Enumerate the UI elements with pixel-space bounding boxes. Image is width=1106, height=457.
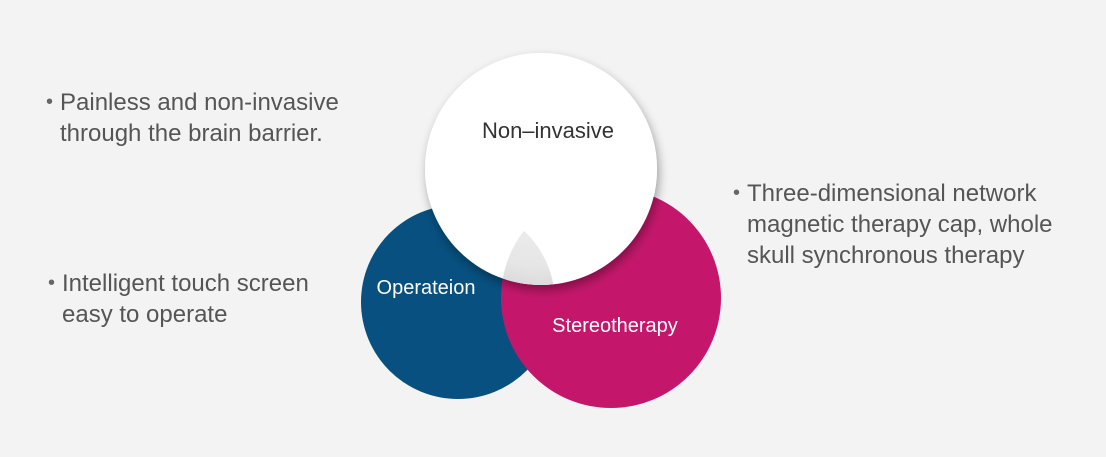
bullet-text: Painless and non-invasive through the br…: [60, 87, 339, 149]
bullet-dot: •: [46, 91, 54, 113]
bullet-line: magnetic therapy cap, whole: [747, 211, 1053, 238]
bullet-text: Three-dimensional network magnetic thera…: [747, 178, 1053, 271]
bullet-text: Intelligent touch screen easy to operate: [62, 268, 309, 330]
label-non-invasive: Non–invasive: [482, 118, 614, 143]
bullet-dot: •: [48, 272, 56, 294]
label-stereotherapy: Stereotherapy: [552, 315, 678, 337]
bullet-painless: • Painless and non-invasive through the …: [46, 87, 339, 149]
bullet-line: Intelligent touch screen: [62, 270, 309, 297]
bullet-line: skull synchronous therapy: [747, 242, 1025, 269]
bullet-line: Three-dimensional network: [747, 180, 1037, 207]
bullet-line: easy to operate: [62, 301, 228, 328]
label-operateion: Operateion: [377, 277, 476, 299]
bullet-3d-network: • Three-dimensional network magnetic the…: [733, 178, 1053, 271]
bullet-line: Painless and non-invasive: [60, 89, 339, 116]
bullet-dot: •: [733, 182, 741, 204]
bullet-line: through the brain barrier.: [60, 120, 323, 147]
bullet-touch-screen: • Intelligent touch screen easy to opera…: [48, 268, 309, 330]
circle-top: [425, 53, 657, 285]
